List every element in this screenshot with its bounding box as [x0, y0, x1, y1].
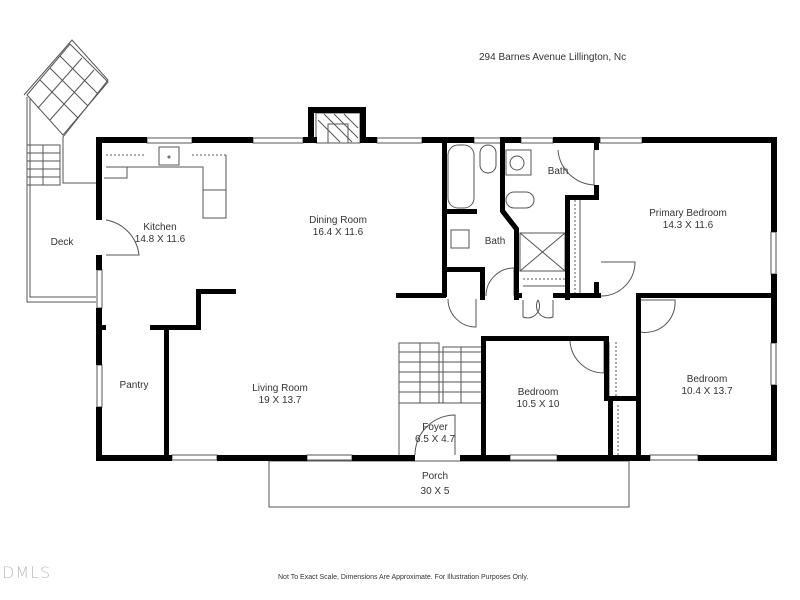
room-dims: 14.8 X 11.6: [134, 234, 186, 245]
room-label-bedroom-3: Bedroom 10.4 X 13.7: [675, 374, 739, 398]
room-name: Dining Room: [309, 215, 367, 226]
room-label-bath-1: Bath: [480, 236, 510, 248]
room-label-porch: Porch 30 X 5: [410, 469, 460, 499]
room-dims: 14.3 X 11.6: [662, 220, 714, 231]
room-label-bedroom-2: Bedroom 10.5 X 10: [508, 387, 568, 411]
room-label-bath-2: Bath: [543, 166, 573, 178]
room-name: Living Room: [252, 383, 308, 394]
room-name: Bath: [547, 166, 569, 177]
walls: [96, 107, 777, 461]
property-address: 294 Barnes Avenue Lillington, Nc: [479, 52, 627, 63]
room-label-kitchen: Kitchen 14.8 X 11.6: [120, 222, 200, 246]
room-name: Deck: [50, 237, 74, 248]
bath-fixtures: [447, 144, 581, 295]
room-name: Primary Bedroom: [649, 208, 727, 219]
mls-watermark: DMLS: [2, 563, 52, 582]
kitchen-counters: [104, 146, 227, 219]
room-dims: 10.4 X 13.7: [681, 386, 733, 397]
fireplace: [315, 112, 361, 144]
room-dims: 16.4 X 11.6: [312, 227, 364, 238]
room-dims: 19 X 13.7: [258, 395, 302, 406]
room-label-deck: Deck: [40, 237, 84, 249]
room-label-living: Living Room 19 X 13.7: [240, 383, 320, 407]
room-name: Porch: [421, 471, 449, 482]
room-name: Foyer: [422, 422, 448, 433]
room-label-dining: Dining Room 16.4 X 11.6: [293, 215, 383, 239]
room-name: Kitchen: [143, 222, 177, 233]
deck-outline: [23, 39, 109, 303]
room-name: Bath: [484, 236, 506, 247]
room-label-foyer: Foyer 6.5 X 4.7: [410, 422, 460, 446]
room-dims: 30 X 5: [420, 486, 450, 497]
room-name: Bedroom: [517, 387, 559, 398]
door-swings: [105, 149, 676, 456]
disclaimer-text: Not To Exact Scale, Dimensions Are Appro…: [278, 574, 529, 581]
room-dims: 10.5 X 10: [516, 399, 560, 410]
room-label-pantry: Pantry: [112, 380, 156, 392]
room-name: Bedroom: [686, 374, 728, 385]
room-label-primary-bedroom: Primary Bedroom 14.3 X 11.6: [638, 208, 738, 232]
porch-outline: [268, 460, 630, 508]
room-name: Pantry: [119, 380, 149, 391]
interior-stairs: [398, 342, 484, 455]
room-dims: 6.5 X 4.7: [414, 434, 456, 445]
